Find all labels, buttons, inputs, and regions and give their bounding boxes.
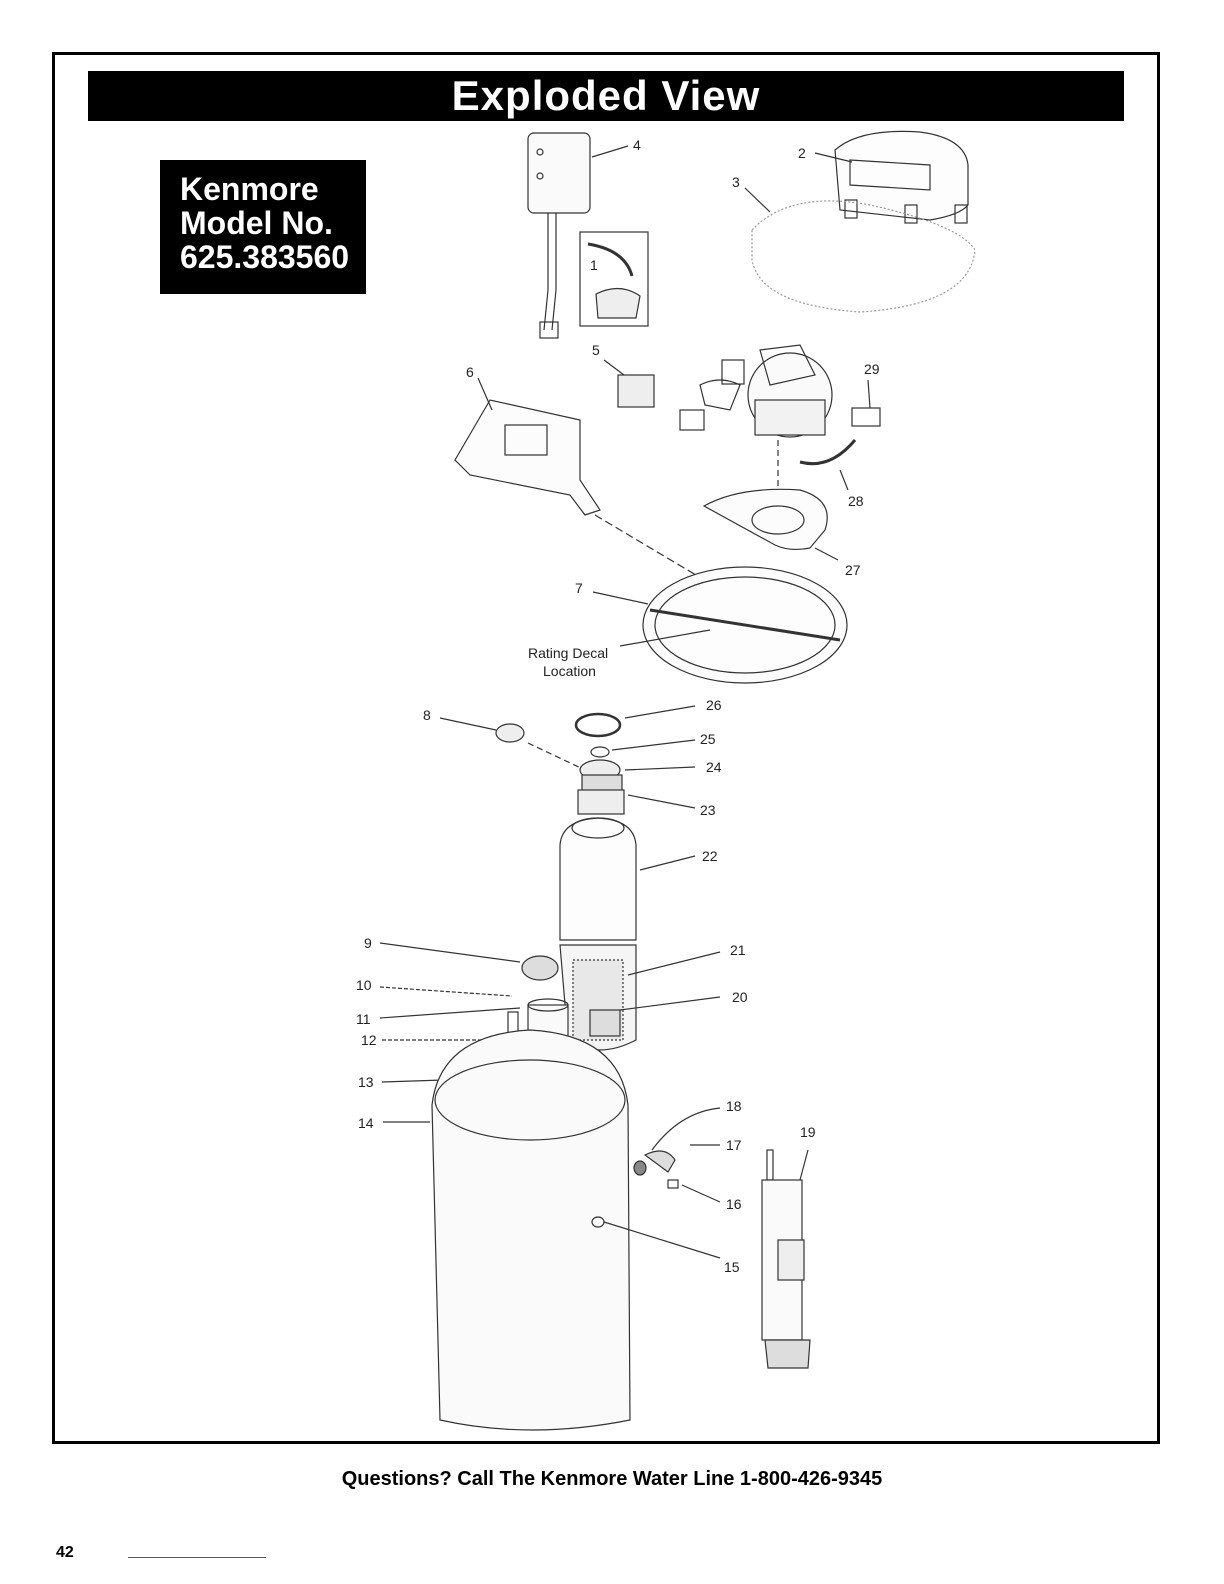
oring-part-26: [576, 714, 620, 736]
callout-18: 18: [726, 1098, 742, 1114]
faceplate-part-6: [455, 378, 600, 515]
clip-part-1: [580, 232, 648, 326]
callout-25: 25: [700, 731, 716, 747]
resin-tank-part-22: [560, 818, 695, 940]
callout-9: 9: [364, 935, 372, 951]
strap-part-28: [800, 440, 855, 490]
cap-part-9: [522, 956, 558, 980]
callout-2: 2: [798, 145, 806, 161]
callout-1: 1: [590, 257, 598, 273]
rating-decal-location-label: Location: [543, 663, 596, 679]
salt-lid-parts-2-3: [745, 131, 975, 312]
resin-cutaway-parts-20-21: [560, 945, 720, 1050]
callout-27: 27: [845, 562, 861, 578]
gasket-part-27: [704, 489, 838, 560]
callout-13: 13: [358, 1074, 374, 1090]
callout-17: 17: [726, 1137, 742, 1153]
oring-part-25: [591, 747, 609, 757]
callout-4: 4: [633, 137, 641, 153]
callout-16: 16: [726, 1196, 742, 1212]
callout-3: 3: [732, 174, 740, 190]
rating-decal-label: Rating Decal: [528, 645, 608, 661]
knob-part-8: [440, 718, 585, 770]
callout-20: 20: [732, 989, 748, 1005]
callout-21: 21: [730, 942, 746, 958]
callout-14: 14: [358, 1115, 374, 1131]
float-assembly-part-19: [762, 1150, 810, 1368]
link-underline: [128, 1557, 266, 1558]
callout-23: 23: [700, 802, 716, 818]
valve-parts-23-24: [578, 760, 695, 814]
page-number: 42: [56, 1544, 74, 1562]
callout-8: 8: [423, 707, 431, 723]
callout-19: 19: [800, 1124, 816, 1140]
callout-22: 22: [702, 848, 718, 864]
callout-6: 6: [466, 364, 474, 380]
base-part-7: [593, 567, 847, 683]
salt-tank-part-14: [383, 1030, 630, 1430]
callout-15: 15: [724, 1259, 740, 1275]
callout-7: 7: [575, 580, 583, 596]
callout-10: 10: [356, 977, 372, 993]
support-phone-footer: Questions? Call The Kenmore Water Line 1…: [0, 1468, 1224, 1491]
switch-part-5: [604, 360, 654, 407]
motor-assembly: [680, 345, 880, 490]
callout-5: 5: [592, 342, 600, 358]
callout-28: 28: [848, 493, 864, 509]
callout-11: 11: [356, 1011, 371, 1027]
callout-26: 26: [706, 697, 722, 713]
callout-24: 24: [706, 759, 722, 775]
callout-29: 29: [864, 361, 880, 377]
callout-12: 12: [361, 1032, 377, 1048]
